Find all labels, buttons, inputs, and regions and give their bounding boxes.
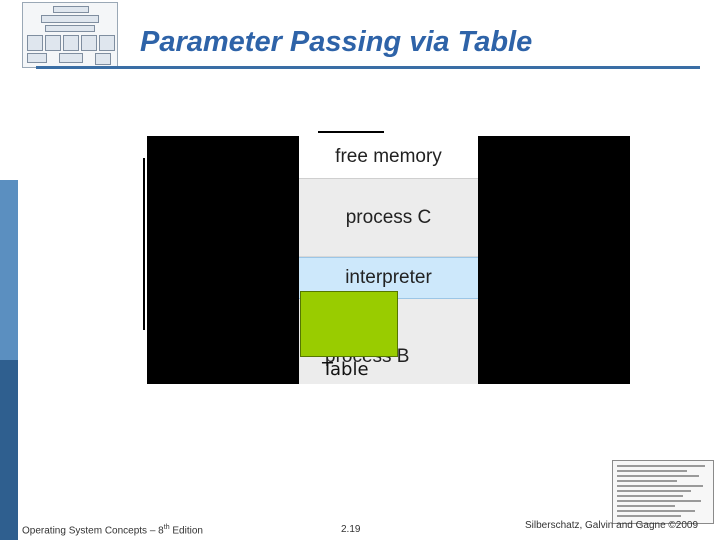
segment-label: process C [345, 206, 432, 228]
memory-segment-free: free memory [299, 136, 478, 179]
diagram-top-line [318, 131, 384, 133]
footer-page-number: 2.19 [341, 524, 361, 535]
book-title-superscript: th [163, 524, 170, 531]
os-structure-thumbnail [22, 2, 118, 68]
segment-label: free memory [335, 146, 442, 167]
accent-segment [0, 180, 18, 360]
title-divider [36, 66, 700, 69]
segment-label: interpreter [345, 267, 432, 288]
footer-book-title: Operating System Concepts – 8th Edition [22, 524, 203, 536]
accent-segment [0, 360, 18, 540]
slide-title: Parameter Passing via Table [140, 26, 533, 58]
diagram-side-line [143, 158, 145, 330]
book-title-prefix: Operating System Concepts – 8 [22, 525, 164, 537]
book-title-suffix: Edition [169, 525, 203, 537]
code-screenshot-thumbnail [612, 460, 714, 524]
footer-copyright: Silberschatz, Galvin and Gagne ©2009 [525, 520, 699, 531]
memory-segment-process-c: process C [299, 179, 478, 257]
parameter-table-box [300, 291, 398, 357]
left-accent-bar [0, 0, 18, 540]
table-label: Table [322, 359, 369, 380]
